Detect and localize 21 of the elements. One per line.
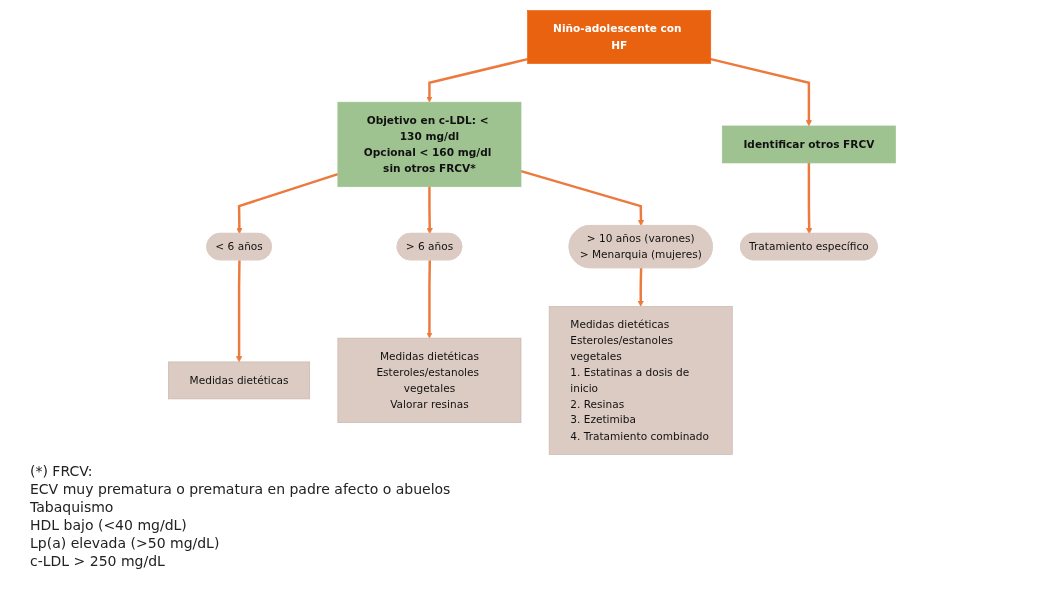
arrow [236,260,243,363]
arrow [426,186,433,234]
footnote-line: HDL bajo (<40 mg/dL) [30,516,187,534]
node-box: Medidas dietéticas [168,361,311,400]
arrow [637,268,644,307]
arrow [426,57,528,103]
arrow [426,260,433,339]
footnote-heading: (*) FRCV: [30,462,93,480]
node-box: Niño-adolescente con HF [527,10,712,64]
node-box: Medidas dietéticas Esteroles/estanoles vegetales 1. Estatinas a dosis de inicio 2. Resinas 3. Ezetimiba 4. Tratamiento combinado [548,306,733,455]
footnote-line: Lp(a) elevada (>50 mg/dL) [30,534,220,552]
footnote-line: Tabaquismo [30,498,114,516]
footnote-line: ECV muy prematura o prematura en padre afecto o abuelos [30,480,451,498]
arrow [520,169,645,227]
node-box: Identificar otros FRCV [721,125,896,164]
arrow [236,172,339,234]
node-box: Medidas dietéticas Esteroles/estanoles vegetales Valorar resinas [337,337,522,424]
footnote-line: c-LDL > 250 mg/dL [30,552,165,570]
arrow [710,57,812,127]
arrow [806,162,813,234]
node-box: Objetivo en c-LDL: < 130 mg/dl Opcional < 160 mg/dl sin otros FRCV* [337,101,522,188]
